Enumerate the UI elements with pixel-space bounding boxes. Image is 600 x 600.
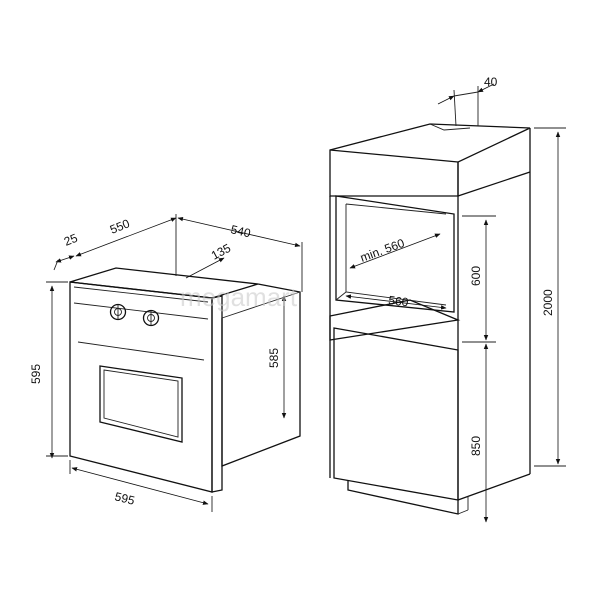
label-540: 540	[229, 222, 252, 240]
oven-drawing	[69, 267, 301, 493]
label-595-width: 595	[113, 489, 136, 508]
label-135: 135	[209, 241, 234, 263]
dim-line-40-a	[437, 95, 455, 105]
oven-door-window-inner	[103, 369, 179, 438]
oven-door-top-line	[77, 341, 205, 361]
oven-body	[221, 283, 301, 467]
label-2000: 2000	[541, 289, 555, 316]
label-600: 600	[469, 266, 483, 286]
cabinet-dimensions	[345, 83, 566, 523]
oven-body-top-edge	[221, 291, 301, 319]
label-min560: min. 560	[358, 236, 406, 265]
label-40: 40	[484, 75, 498, 89]
oven-labels: 25 550 540 135 595 585 595	[29, 216, 281, 508]
dim-line-135	[185, 257, 225, 279]
label-560: 560	[388, 293, 410, 309]
dim-line-min560	[349, 233, 441, 269]
oven-dimensions	[46, 214, 303, 512]
label-585: 585	[267, 348, 281, 368]
dim-line-595-width	[71, 467, 209, 505]
label-595-height: 595	[29, 364, 43, 384]
niche-frame	[335, 195, 455, 313]
dim-line-540	[177, 216, 301, 248]
oven-panel-side	[211, 295, 223, 493]
dim-line-40-b	[477, 83, 495, 93]
label-25: 25	[62, 231, 80, 249]
cabinet-labels: 40 min. 560 560 600 850 2000	[358, 75, 555, 456]
cabinet-plinth	[347, 480, 459, 515]
knob-right-icon	[142, 309, 160, 327]
oven-door-window	[99, 365, 183, 443]
cabinet-lower-door	[333, 327, 459, 501]
cabinet-top-front-edge	[329, 149, 459, 163]
oven-front-panel	[69, 281, 213, 493]
label-850: 850	[469, 436, 483, 456]
cabinet-top-notch	[429, 123, 471, 131]
dim-line-25	[55, 255, 75, 263]
cabinet-drawing	[329, 123, 531, 515]
control-strip-bottom	[73, 302, 209, 320]
dim-line-550	[75, 217, 177, 257]
dim-line-560	[345, 294, 447, 310]
knob-left-icon	[109, 303, 127, 321]
control-strip-top	[73, 286, 209, 303]
label-550: 550	[108, 216, 132, 237]
watermark-text: megamart	[180, 282, 298, 312]
